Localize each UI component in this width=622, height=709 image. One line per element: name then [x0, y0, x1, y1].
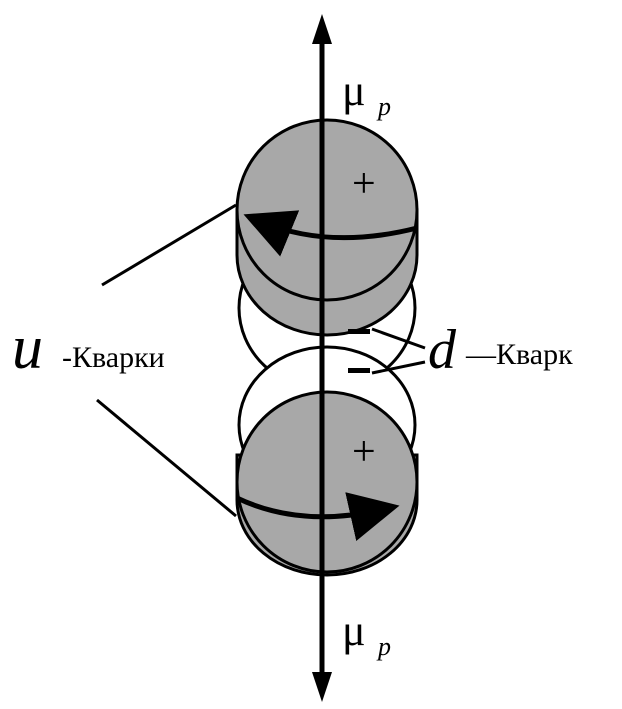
axis-arrow-up-icon [312, 14, 332, 44]
axis-arrow-down-icon [312, 672, 332, 702]
svg-text:d: d [428, 319, 457, 381]
svg-text:—Кварк: —Кварк [465, 338, 573, 371]
svg-text:μ: μ [342, 66, 366, 115]
u-pointer-line-upper [102, 205, 236, 285]
svg-text:p: p [376, 632, 391, 661]
u-quark-upper [237, 120, 417, 335]
svg-text:μ: μ [342, 606, 366, 655]
mu-p-label-top: μ p [342, 66, 391, 121]
svg-text:-Кварки: -Кварки [62, 341, 165, 374]
u-pointer-line-lower [97, 400, 236, 516]
svg-text:p: p [376, 92, 391, 121]
plus-sign-upper: + [352, 161, 376, 207]
plus-sign-lower: + [352, 429, 376, 475]
d-quark-label: d —Кварк [428, 319, 573, 381]
svg-text:u: u [12, 314, 43, 382]
minus-sign-lower [348, 368, 370, 373]
mu-p-label-bottom: μ p [342, 606, 391, 661]
u-quark-label: u -Кварки [12, 314, 165, 382]
minus-sign-upper [348, 329, 370, 334]
u-quark-lower [237, 392, 417, 575]
